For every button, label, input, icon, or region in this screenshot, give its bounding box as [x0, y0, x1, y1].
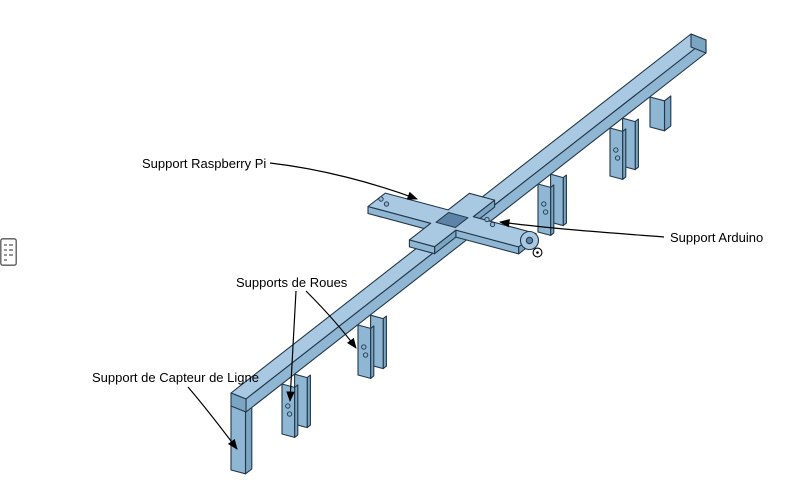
axle-hole [542, 209, 549, 215]
label-supports-de-roues: Supports de Roues [236, 275, 348, 290]
square-cutout [435, 212, 469, 228]
axle-hole [613, 147, 619, 153]
screw-hole [484, 216, 490, 223]
screw-hole [383, 201, 390, 207]
leader-arduino [498, 219, 665, 238]
end-post-right[interactable] [649, 95, 672, 132]
axle-hole [285, 403, 291, 409]
datum-target-symbol [532, 247, 543, 258]
front-plate-front[interactable] [281, 383, 296, 438]
axle-hole [286, 411, 293, 417]
screw-hole [378, 196, 384, 202]
post-front-face[interactable] [230, 405, 247, 475]
wheel-support-3[interactable] [537, 173, 567, 236]
post-front-face[interactable] [649, 96, 666, 132]
tab-hole [525, 236, 534, 245]
beam-left-end-face[interactable] [230, 392, 247, 413]
screw-hole [489, 221, 496, 228]
front-plate-front[interactable] [609, 127, 624, 180]
leader-roues-1 [286, 290, 297, 403]
axle-hole [362, 352, 369, 358]
leader-lines [187, 162, 665, 450]
wheel-support-1[interactable] [281, 373, 311, 438]
leader-roues-2 [305, 290, 357, 349]
line-sensor-post-left[interactable] [230, 404, 253, 475]
label-support-capteur-de-ligne: Support de Capteur de Ligne [92, 370, 259, 385]
leader-capteur-ligne [187, 386, 238, 450]
markup-panel-toggle[interactable] [0, 238, 17, 266]
post-side-face[interactable] [663, 95, 672, 132]
wheel-support-2[interactable] [357, 314, 387, 379]
wheel-support-4[interactable] [609, 117, 639, 180]
beam-right-end-face[interactable] [690, 33, 707, 54]
controller-support-plate[interactable] [367, 192, 540, 255]
axle-hole [614, 155, 621, 161]
label-support-arduino: Support Arduino [670, 230, 764, 245]
markup-list-icon [0, 238, 17, 266]
post-side-face[interactable] [244, 404, 253, 475]
front-plate-front[interactable] [357, 324, 372, 379]
leader-raspberry-pi [269, 162, 418, 200]
label-support-raspberry-pi: Support Raspberry Pi [142, 156, 267, 171]
axle-hole [361, 344, 367, 350]
axle-hole [541, 201, 547, 207]
